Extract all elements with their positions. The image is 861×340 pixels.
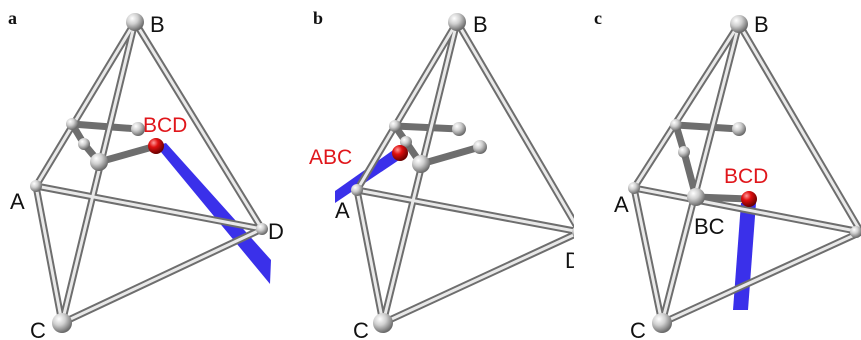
vertex-d-node xyxy=(850,226,861,238)
vertex-c-node xyxy=(52,313,72,333)
panel-letter: c xyxy=(594,8,602,28)
panel-letter: b xyxy=(313,8,323,28)
vertex-d-node xyxy=(256,223,268,235)
inner-node xyxy=(678,146,690,158)
point-label: ABC xyxy=(309,146,352,169)
vertex-nodes xyxy=(351,13,574,333)
vertex-label-c: C xyxy=(630,318,646,340)
vertex-a-node xyxy=(351,184,363,196)
vertex-label-c: C xyxy=(353,318,369,340)
tetrahedron-edges xyxy=(32,18,266,327)
vertex-b-node xyxy=(730,15,748,33)
vertex-label-b: B xyxy=(150,12,165,37)
inner-node xyxy=(131,122,145,136)
vertex-b-node xyxy=(448,13,466,31)
vertex-nodes xyxy=(628,15,861,333)
inner-node xyxy=(670,119,682,131)
vertex-c-node xyxy=(373,313,393,333)
panel-b: b B A C D ABC xyxy=(287,0,574,340)
vertex-label-d: D xyxy=(565,248,574,273)
inner-node xyxy=(389,120,401,132)
inner-node xyxy=(473,140,487,154)
ribbon xyxy=(733,203,756,310)
inner-node xyxy=(66,118,78,130)
highlight-point xyxy=(392,145,408,161)
vertex-b-node xyxy=(126,13,144,31)
highlight-point xyxy=(148,138,164,154)
panel-a: a B A C D BCD xyxy=(0,0,287,340)
point-label: BCD xyxy=(143,114,187,137)
vertex-label-b: B xyxy=(754,12,769,37)
vertex-a-node xyxy=(628,182,640,194)
vertex-label-a: A xyxy=(10,189,25,214)
vertex-label-a: A xyxy=(335,198,350,223)
tetrahedron-diagram-c: c B A C BC BCD xyxy=(594,8,861,340)
vertex-nodes xyxy=(30,13,268,333)
tetrahedron-diagram-b: b B A C D ABC xyxy=(309,8,574,340)
inner-node xyxy=(90,153,108,171)
vertex-label-a: A xyxy=(614,192,629,217)
inner-node xyxy=(687,188,705,206)
panel-c: c B A C BC BCD xyxy=(574,0,861,340)
inner-node xyxy=(400,136,412,148)
inner-node xyxy=(732,122,746,136)
ribbon xyxy=(156,143,271,284)
vertex-label-d: D xyxy=(268,219,284,244)
tetrahedron-diagram-a: a B A C D BCD xyxy=(8,8,284,340)
inner-node xyxy=(78,138,90,150)
panel-letter: a xyxy=(8,8,17,28)
tetrahedron-edges xyxy=(353,18,574,327)
vertex-c-node xyxy=(652,313,672,333)
vertex-label-c: C xyxy=(30,318,46,340)
highlight-point xyxy=(741,191,757,207)
inner-node xyxy=(452,122,466,136)
inner-node xyxy=(412,155,430,173)
vertex-a-node xyxy=(30,180,42,192)
vertex-d-node xyxy=(572,227,574,237)
extra-label-bc: BC xyxy=(694,214,725,239)
vertex-label-b: B xyxy=(473,12,488,37)
point-label: BCD xyxy=(724,165,768,188)
